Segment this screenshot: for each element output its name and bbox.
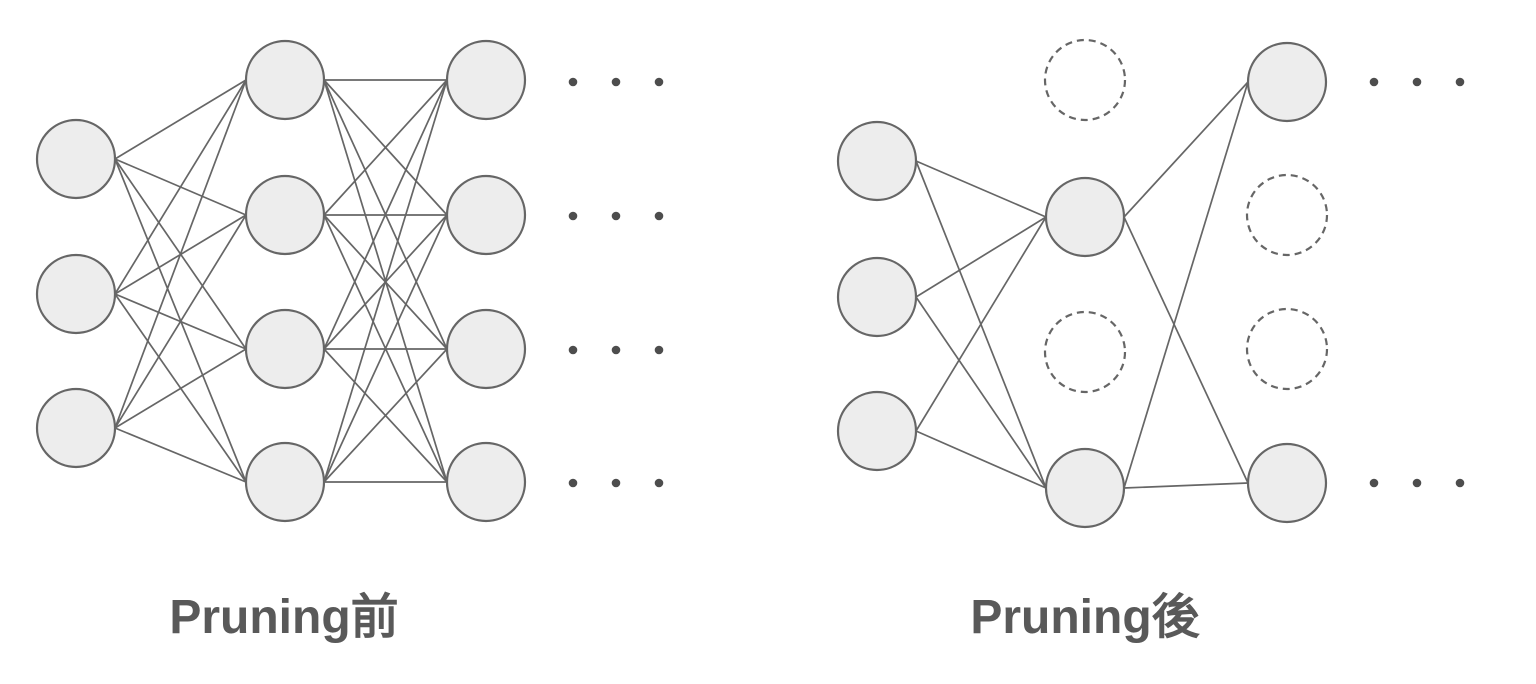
ellipsis-dot — [654, 77, 664, 87]
network-label-before: Pruning前 — [169, 591, 398, 644]
input-node-3 — [35, 387, 117, 469]
pruned-output-node-3 — [1245, 307, 1329, 391]
edge-hidden2-output4 — [1123, 216, 1249, 484]
pruned-hidden-node-3 — [1043, 310, 1127, 394]
hidden-node-1 — [244, 39, 326, 121]
input-node-2 — [35, 253, 117, 335]
edge-input3-hidden1 — [114, 79, 247, 429]
ellipsis-dot — [1369, 77, 1379, 87]
edge-input3-hidden2 — [114, 214, 247, 429]
ellipsis-dot — [654, 478, 664, 488]
edge-input1-hidden1 — [114, 79, 247, 160]
hidden-node-2 — [1044, 176, 1126, 258]
edge-hidden4-output2 — [323, 214, 448, 483]
edge-hidden4-output3 — [323, 348, 448, 483]
pruned-hidden-node-1 — [1043, 38, 1127, 122]
edge-input2-hidden2 — [915, 216, 1047, 298]
network-after: Pruning後 — [836, 38, 1465, 644]
ellipsis-dot — [568, 478, 578, 488]
edge-input1-hidden2 — [915, 160, 1047, 218]
input-node-1 — [836, 120, 918, 202]
network-before: Pruning前 — [35, 39, 664, 644]
edge-input3-hidden4 — [114, 427, 247, 483]
input-node-3 — [836, 390, 918, 472]
pruned-output-node-2 — [1245, 173, 1329, 257]
edge-input3-hidden3 — [114, 348, 247, 429]
hidden-node-4 — [244, 441, 326, 523]
output-node-3 — [445, 308, 527, 390]
hidden-node-4 — [1044, 447, 1126, 529]
edge-input3-hidden4 — [915, 430, 1047, 489]
edge-hidden4-output1 — [1123, 81, 1249, 489]
ellipsis-dot — [1455, 478, 1465, 488]
ellipsis-dot — [654, 211, 664, 221]
edge-input3-hidden2 — [915, 216, 1047, 432]
ellipsis-dot — [1412, 77, 1422, 87]
input-node-2 — [836, 256, 918, 338]
ellipsis-dot — [1412, 478, 1422, 488]
edge-hidden3-output1 — [323, 79, 448, 350]
ellipsis-dot — [568, 345, 578, 355]
edge-hidden4-output1 — [323, 79, 448, 483]
hidden-node-2 — [244, 174, 326, 256]
output-node-1 — [1246, 41, 1328, 123]
edge-hidden2-output1 — [323, 79, 448, 216]
ellipsis-dot — [611, 345, 621, 355]
output-node-1 — [445, 39, 527, 121]
ellipsis-dot — [611, 478, 621, 488]
edge-hidden4-output4 — [1123, 482, 1249, 489]
ellipsis-dot — [1455, 77, 1465, 87]
output-node-2 — [445, 174, 527, 256]
edge-input2-hidden4 — [915, 296, 1047, 489]
ellipsis-dot — [611, 77, 621, 87]
hidden-node-3 — [244, 308, 326, 390]
edge-hidden2-output1 — [1123, 81, 1249, 218]
network-label-after: Pruning後 — [970, 591, 1200, 644]
output-node-4 — [445, 441, 527, 523]
ellipsis-dot — [568, 77, 578, 87]
ellipsis-dot — [1369, 478, 1379, 488]
ellipsis-dot — [611, 211, 621, 221]
input-node-1 — [35, 118, 117, 200]
ellipsis-dot — [568, 211, 578, 221]
output-node-4 — [1246, 442, 1328, 524]
ellipsis-dot — [654, 345, 664, 355]
edge-input2-hidden1 — [114, 79, 247, 295]
